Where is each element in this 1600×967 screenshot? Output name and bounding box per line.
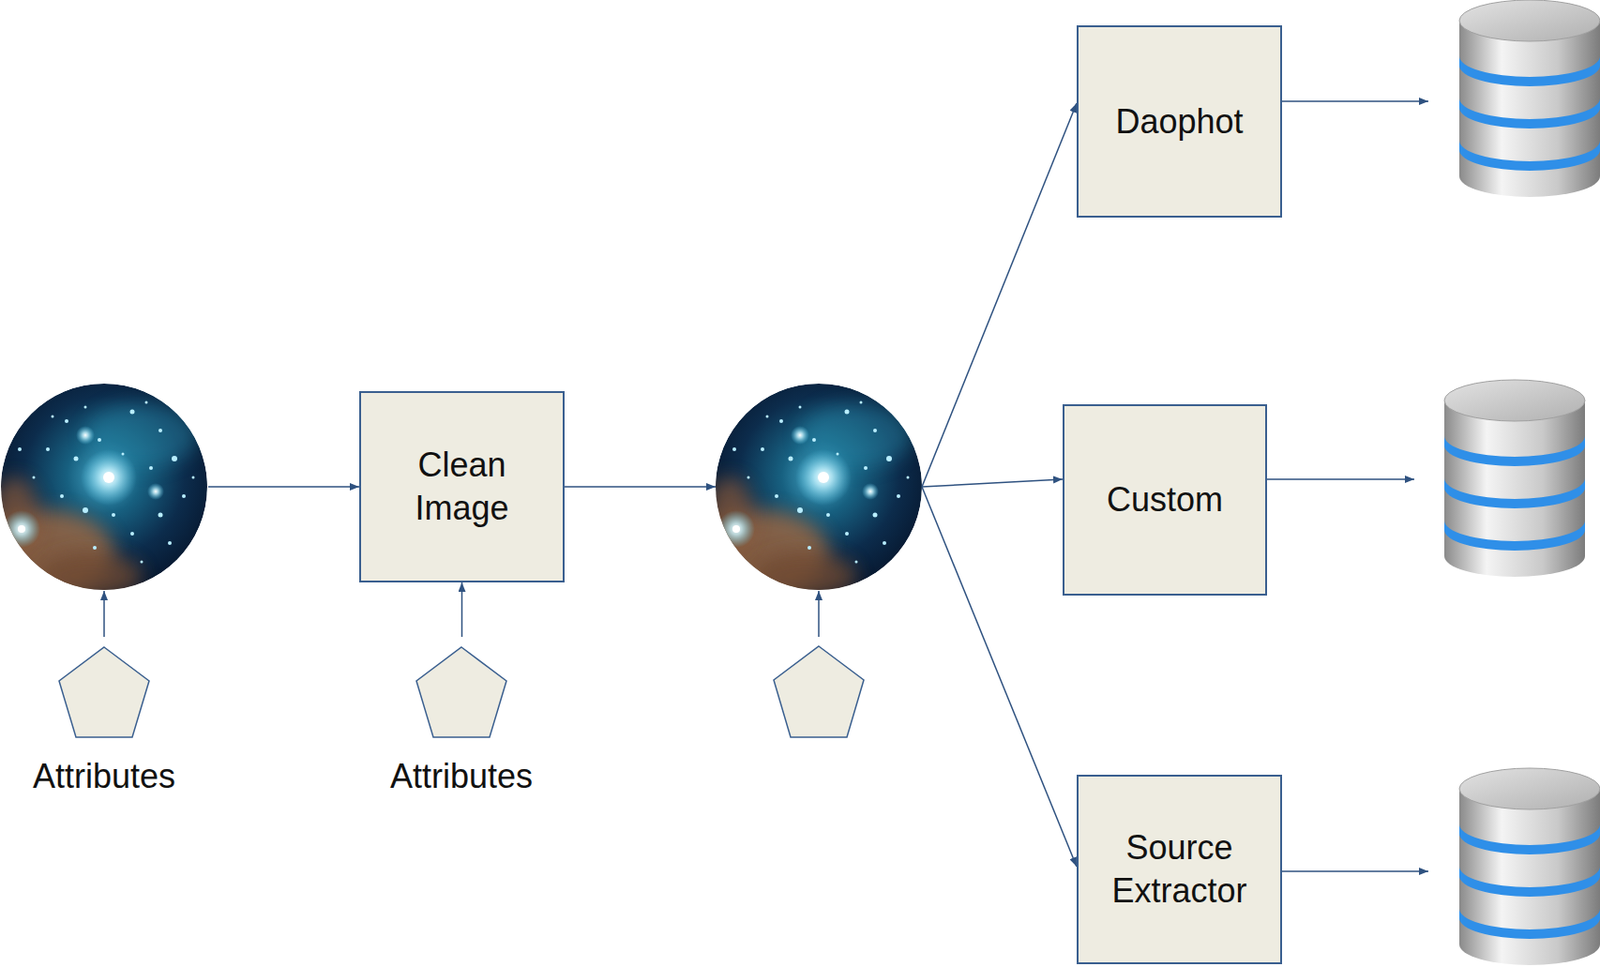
flow-arrow [1282, 870, 1429, 873]
flow-arrow [1282, 100, 1429, 103]
box-label: Clean Image [389, 443, 535, 530]
flow-arrow [817, 590, 820, 637]
process-box: Clean Image [359, 391, 565, 583]
box-label: Daophot [1115, 100, 1243, 144]
flow-arrow [1267, 478, 1415, 481]
attribute-node: Attributes [24, 646, 184, 799]
flow-arrow [921, 486, 1077, 867]
database-icon [1459, 0, 1600, 197]
database-icon [1444, 379, 1585, 577]
flow-arrow [921, 103, 1077, 487]
flow-arrow [921, 479, 1063, 487]
star-image [696, 383, 922, 600]
attribute-node: Attributes [381, 646, 542, 799]
star-image [0, 383, 208, 600]
process-box: Source Extractor [1076, 774, 1283, 965]
process-box: Custom [1062, 404, 1268, 596]
arrow-connector [461, 582, 464, 637]
database-icon [1459, 768, 1600, 966]
attribute-pentagon [773, 646, 864, 738]
box-label: Custom [1106, 478, 1223, 522]
flow-arrow [564, 485, 716, 488]
attribute-pentagon [58, 646, 151, 739]
attribute-label: Attributes [381, 646, 542, 799]
box-label: Source Extractor [1106, 826, 1253, 913]
attribute-label: Attributes [24, 646, 184, 799]
process-box: Daophot [1076, 25, 1283, 218]
flow-arrow [208, 485, 360, 488]
flow-arrow [103, 590, 106, 637]
attribute-pentagon [415, 646, 508, 739]
